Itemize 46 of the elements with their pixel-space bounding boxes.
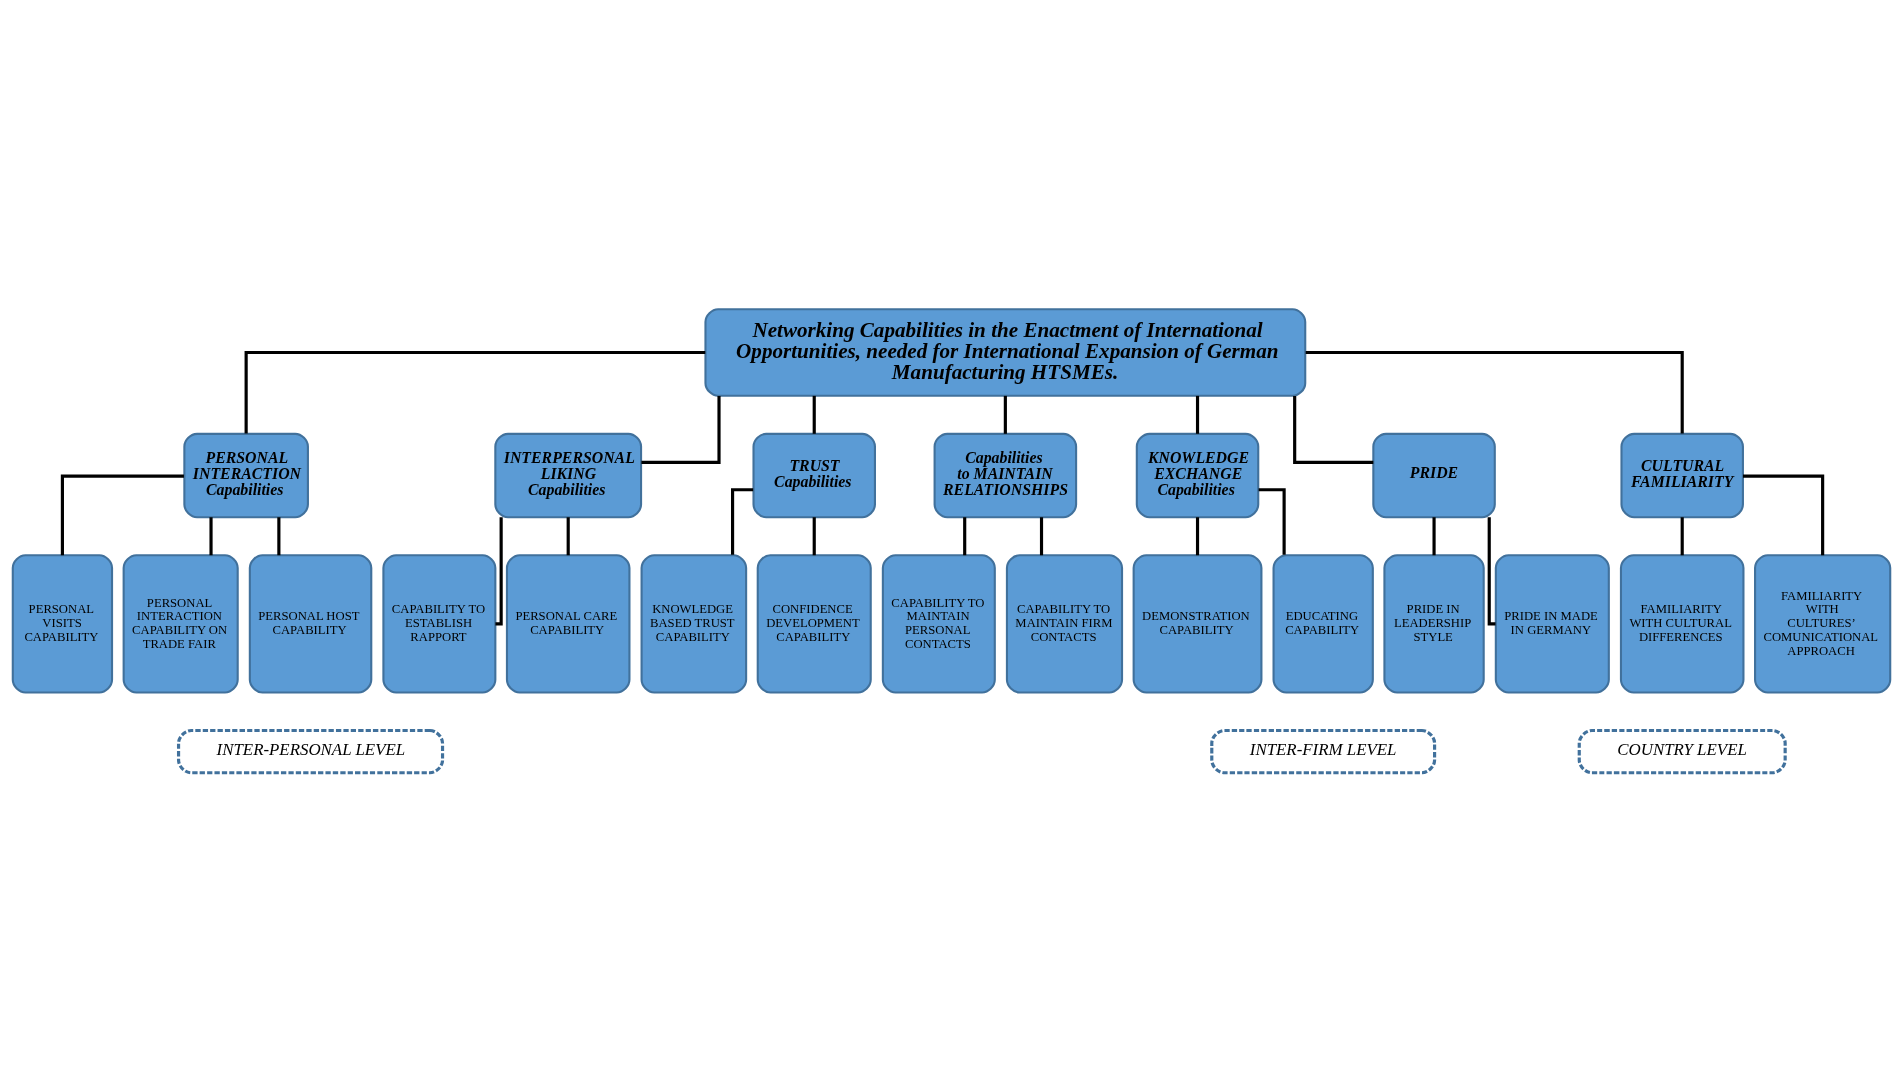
node-box: EDUCATING CAPABILITY: [1272, 553, 1374, 694]
node-box: INTERPERSONAL LIKING Capabilities: [494, 432, 643, 518]
node-box: PRIDE: [1372, 432, 1496, 518]
connector: [1195, 516, 1200, 555]
connector: [1743, 473, 1825, 555]
node-box: CAPABILITY TO MAINTAIN PERSONAL CONTACTS: [881, 553, 996, 694]
connector: [1305, 350, 1684, 434]
connector: [812, 395, 816, 434]
connector: [244, 350, 706, 434]
node-box: CONFIDENCE DEVELOPMENT CAPABILITY: [756, 553, 872, 694]
node-box: PERSONAL INTERACTION CAPABILITY ON TRADE FAIR: [122, 553, 239, 694]
connector: [1680, 516, 1684, 555]
node-box: PERSONAL VISITS CAPABILITY: [11, 553, 114, 694]
node-box: Capabilities to MAINTAIN RELATIONSHIPS: [933, 432, 1078, 518]
connector: [1003, 395, 1007, 434]
connector: [1039, 516, 1044, 555]
node-box: FAMILIARITY WITH CULTURAL DIFFERENCES: [1619, 553, 1745, 694]
node-box: PERSONAL INTERACTION Capabilities: [183, 432, 309, 518]
node-box: FAMILIARITY WITH CULTURES’ COMUNICATIONAL APPROACH: [1754, 553, 1892, 694]
node-box: PRIDE IN LEADERSHIP STYLE: [1383, 553, 1485, 694]
node-box: TRUST Capabilities: [752, 432, 876, 518]
connector: [1195, 395, 1200, 434]
node-box: INTER-FIRM LEVEL: [1210, 728, 1437, 774]
node-box: CAPABILITY TO MAINTAIN FIRM CONTACTS: [1005, 553, 1124, 694]
connector: [1432, 516, 1436, 555]
node-box: PRIDE IN MADE IN GERMANY: [1494, 553, 1610, 694]
connector: [60, 473, 184, 555]
node-box: DEMONSTRATION CAPABILITY: [1132, 553, 1263, 694]
node-box: KNOWLEDGE EXCHANGE Capabilities: [1135, 432, 1260, 518]
connector: [1293, 395, 1374, 464]
node-box: CULTURAL FAMILIARITY: [1620, 432, 1744, 518]
node-box: PERSONAL CARE CAPABILITY: [505, 553, 631, 694]
node-box: INTER-PERSONAL LEVEL: [176, 728, 445, 774]
connector: [1487, 516, 1496, 625]
connector: [963, 516, 967, 555]
connector: [812, 516, 816, 555]
node-box: Networking Capabilities in the Enactment of International Opportunities, needed for International Expansion of German Manufacturing HTSMEs.: [704, 307, 1307, 397]
connector: [209, 516, 213, 555]
connector: [731, 487, 754, 555]
node-box: PERSONAL HOST CAPABILITY: [248, 553, 373, 694]
node-box: KNOWLEDGE BASED TRUST CAPABILITY: [640, 553, 748, 694]
connector: [566, 516, 570, 555]
connector: [277, 516, 281, 555]
node-box: COUNTRY LEVEL: [1577, 728, 1787, 774]
connector: [641, 395, 721, 464]
node-box: CAPABILITY TO ESTABLISH RAPPORT: [382, 553, 497, 694]
